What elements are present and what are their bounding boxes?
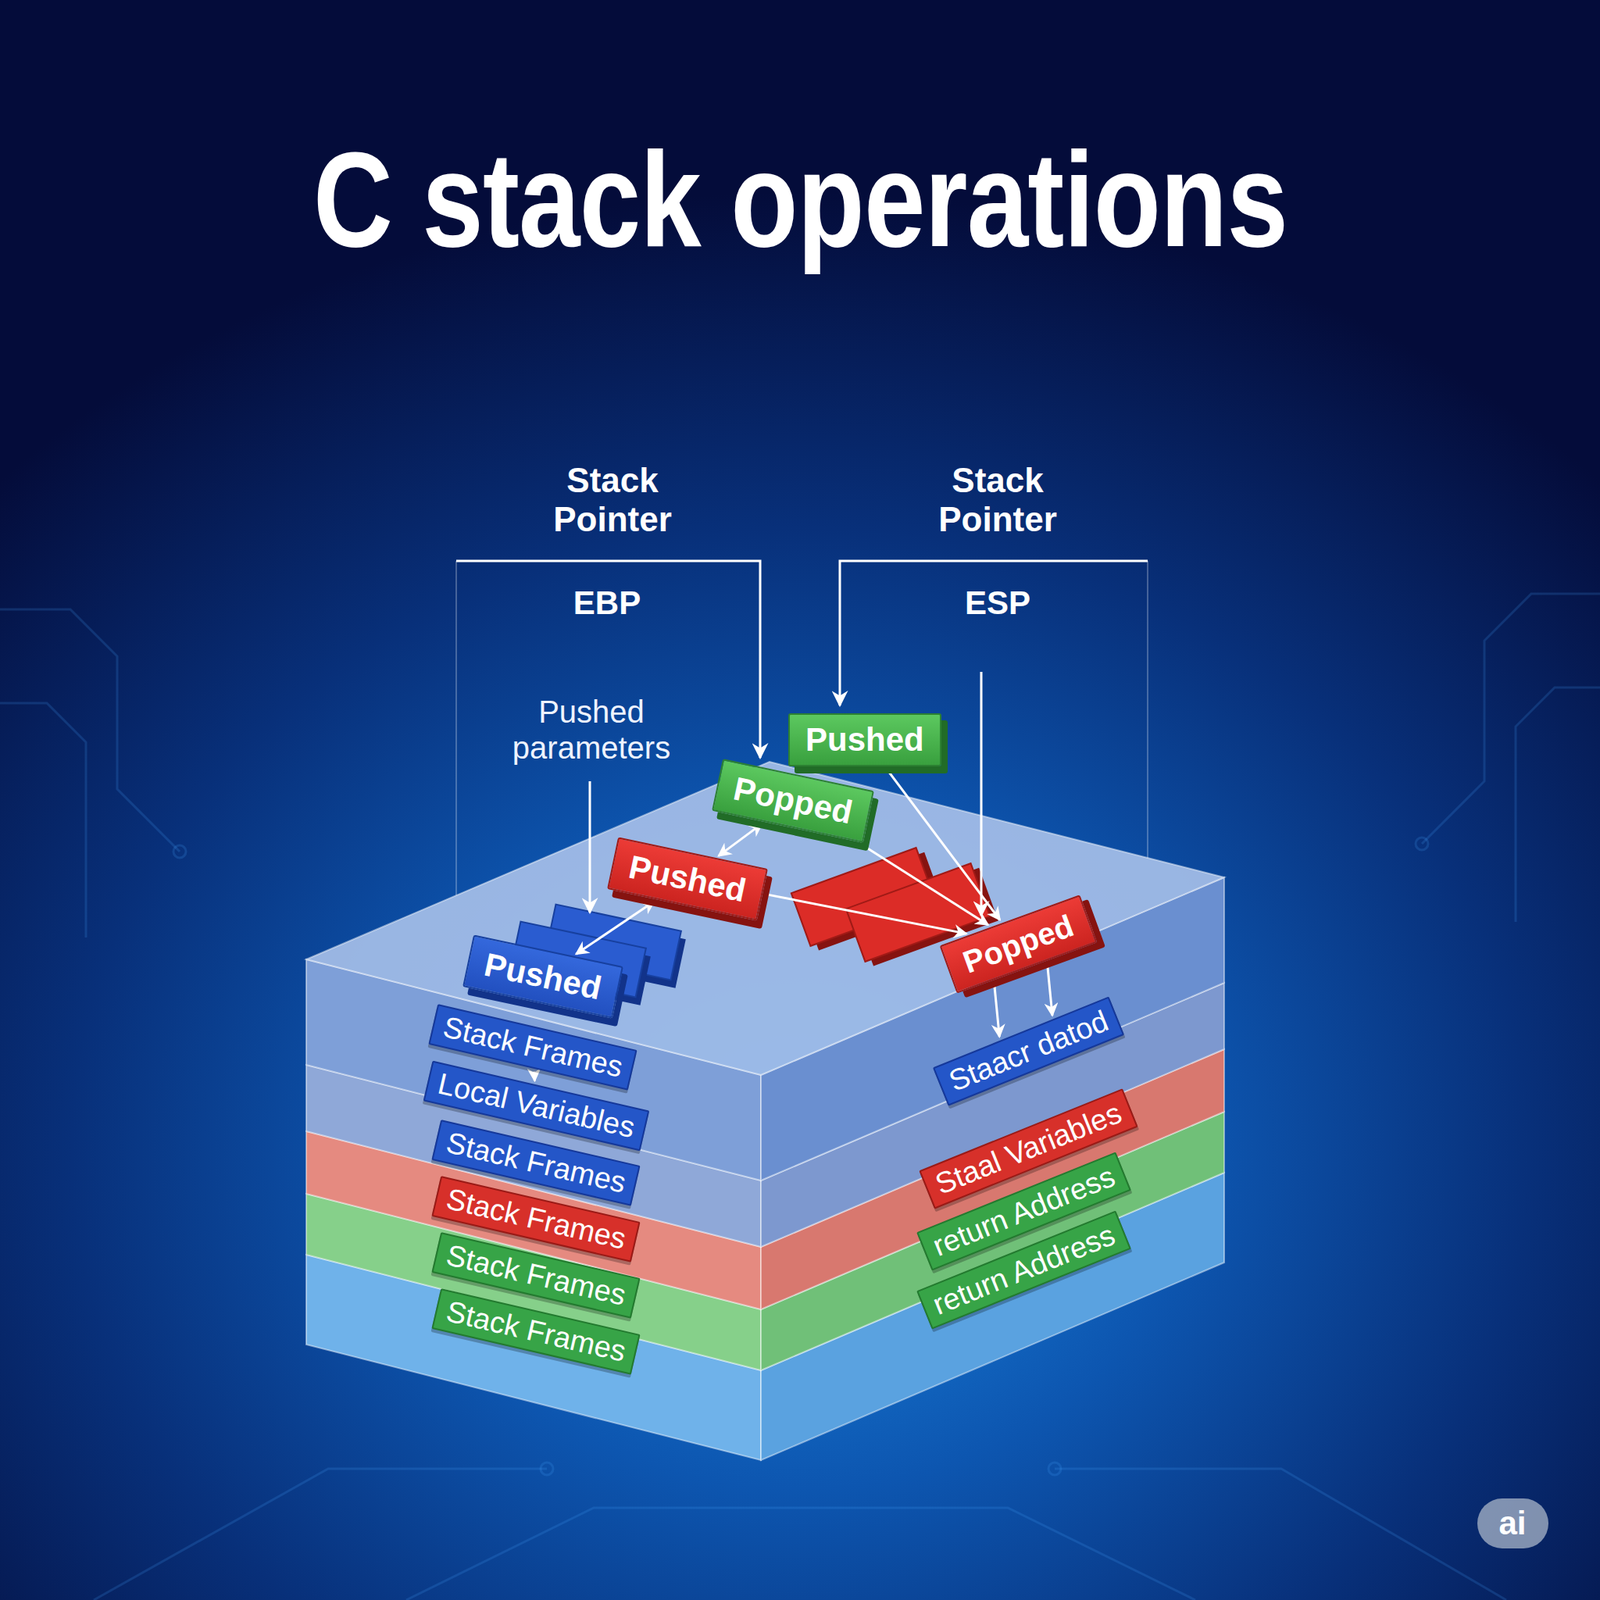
circuit-traces bbox=[0, 593, 1600, 1600]
register-label: ESP bbox=[935, 584, 1061, 622]
circuit-trace bbox=[93, 1468, 547, 1600]
circuit-trace bbox=[1421, 593, 1600, 844]
pointer-leaders bbox=[456, 560, 1148, 916]
parameters-label: Pushed parameters bbox=[493, 693, 690, 766]
panel-edge bbox=[455, 560, 458, 896]
parameters-arrow bbox=[589, 781, 592, 913]
connector-arrow bbox=[994, 982, 1000, 1038]
circuit-trace bbox=[406, 1507, 1196, 1600]
title: C stack operations bbox=[312, 121, 1287, 277]
connector-arrow bbox=[532, 1071, 536, 1082]
panel-edge bbox=[1146, 560, 1149, 858]
pointer-label: Stack Pointer bbox=[510, 460, 715, 540]
connector-arrow bbox=[860, 842, 989, 925]
node-text: Pushed bbox=[805, 721, 925, 759]
circuit-trace bbox=[0, 703, 86, 938]
register-label: EBP bbox=[544, 584, 670, 622]
circuit-trace bbox=[1054, 1468, 1507, 1600]
connector-arrow bbox=[1047, 963, 1054, 1016]
watermark: ai bbox=[1477, 1498, 1549, 1549]
stack-layers bbox=[306, 761, 1225, 1461]
esp-drop-arrow bbox=[980, 671, 983, 916]
circuit-trace bbox=[0, 609, 180, 852]
connector-arrow bbox=[718, 823, 763, 856]
circuit-node bbox=[540, 1462, 554, 1475]
connector-arrow bbox=[765, 894, 967, 935]
esp-pointer-arrow bbox=[839, 560, 1148, 706]
title-block: C stack operations bbox=[0, 121, 1600, 277]
circuit-trace bbox=[1515, 687, 1600, 922]
circuit-node bbox=[173, 845, 186, 858]
circuit-node bbox=[1048, 1462, 1061, 1475]
connector-arrow bbox=[575, 901, 654, 955]
pushed-block: Pushed bbox=[788, 713, 942, 767]
pointer-label: Stack Pointer bbox=[896, 460, 1100, 540]
circuit-node bbox=[1415, 837, 1429, 850]
